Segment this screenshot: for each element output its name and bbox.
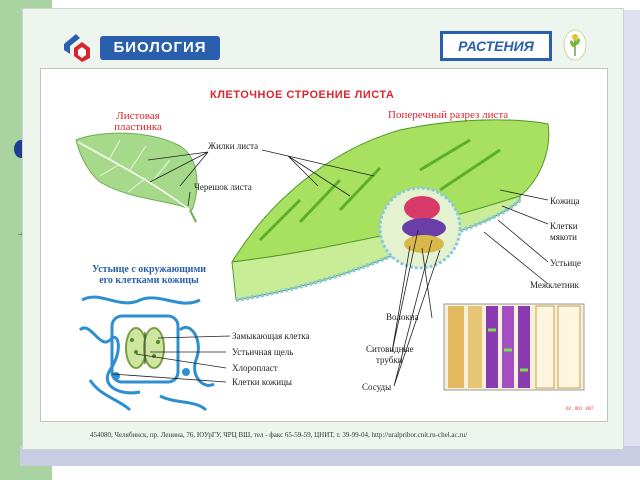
- label-skin: Кожица: [550, 196, 580, 206]
- vascular-tissue-panel: [443, 303, 585, 391]
- leaf-blade-heading: Листовая пластинка: [98, 111, 178, 133]
- poster-code: 02 . 001 . 007: [566, 407, 594, 412]
- stomata-heading-line1: Устьице с окружающими: [91, 264, 207, 275]
- stomata-heading-line2: его клетками кожицы: [99, 275, 199, 286]
- background-blue-strip-bottom: [20, 446, 640, 466]
- section-label: РАСТЕНИЯ: [443, 34, 549, 58]
- label-chloroplast: Хлоропласт: [232, 363, 278, 373]
- cross-section-heading: Поперечный разрез листа: [388, 109, 509, 121]
- label-skin-cells: Клетки кожицы: [232, 377, 292, 387]
- leaf-blade-illustration: [75, 132, 198, 223]
- logo-icon: [64, 34, 90, 62]
- side-mark: -4: [18, 232, 23, 238]
- brand-title: БИОЛОГИЯ: [100, 36, 220, 60]
- label-veins: Жилки листа: [208, 141, 259, 151]
- label-pulp-line1: Клетки: [550, 221, 578, 231]
- label-petiole: Черешок листа: [194, 182, 252, 192]
- label-vessels: Сосуды: [362, 382, 392, 392]
- label-stomatal-slit: Устьичная щель: [232, 347, 294, 357]
- leaf-cross-section: [231, 119, 550, 302]
- leaf-blade-heading-line2: пластинка: [114, 121, 162, 133]
- plant-emblem-icon: [563, 29, 587, 61]
- label-pulp-line2: мякоти: [550, 232, 577, 242]
- label-stoma: Устьице: [550, 258, 581, 268]
- leader-lines: [111, 149, 549, 387]
- label-intercellular: Межклетник: [530, 280, 579, 290]
- leaf-blade-heading-line1: Листовая: [116, 110, 160, 122]
- footer-address: 454080, Челябинск, пр. Ленина, 76, ЮУрГУ…: [90, 431, 468, 439]
- label-sieve-line1: Ситовидные: [366, 344, 414, 354]
- stomata-illustration: [78, 295, 215, 412]
- label-sieve-line2: трубки: [376, 355, 403, 365]
- diagram-title: КЛЕТОЧНОЕ СТРОЕНИЕ ЛИСТА: [210, 89, 395, 101]
- section-badge: РАСТЕНИЯ: [440, 31, 552, 61]
- stomata-heading: Устьице с окружающими его клетками кожиц…: [74, 264, 224, 286]
- label-guard-cell: Замыкающая клетка: [232, 331, 310, 341]
- background-blue-strip-right: [624, 10, 640, 466]
- label-fibers: Волокна: [386, 312, 419, 322]
